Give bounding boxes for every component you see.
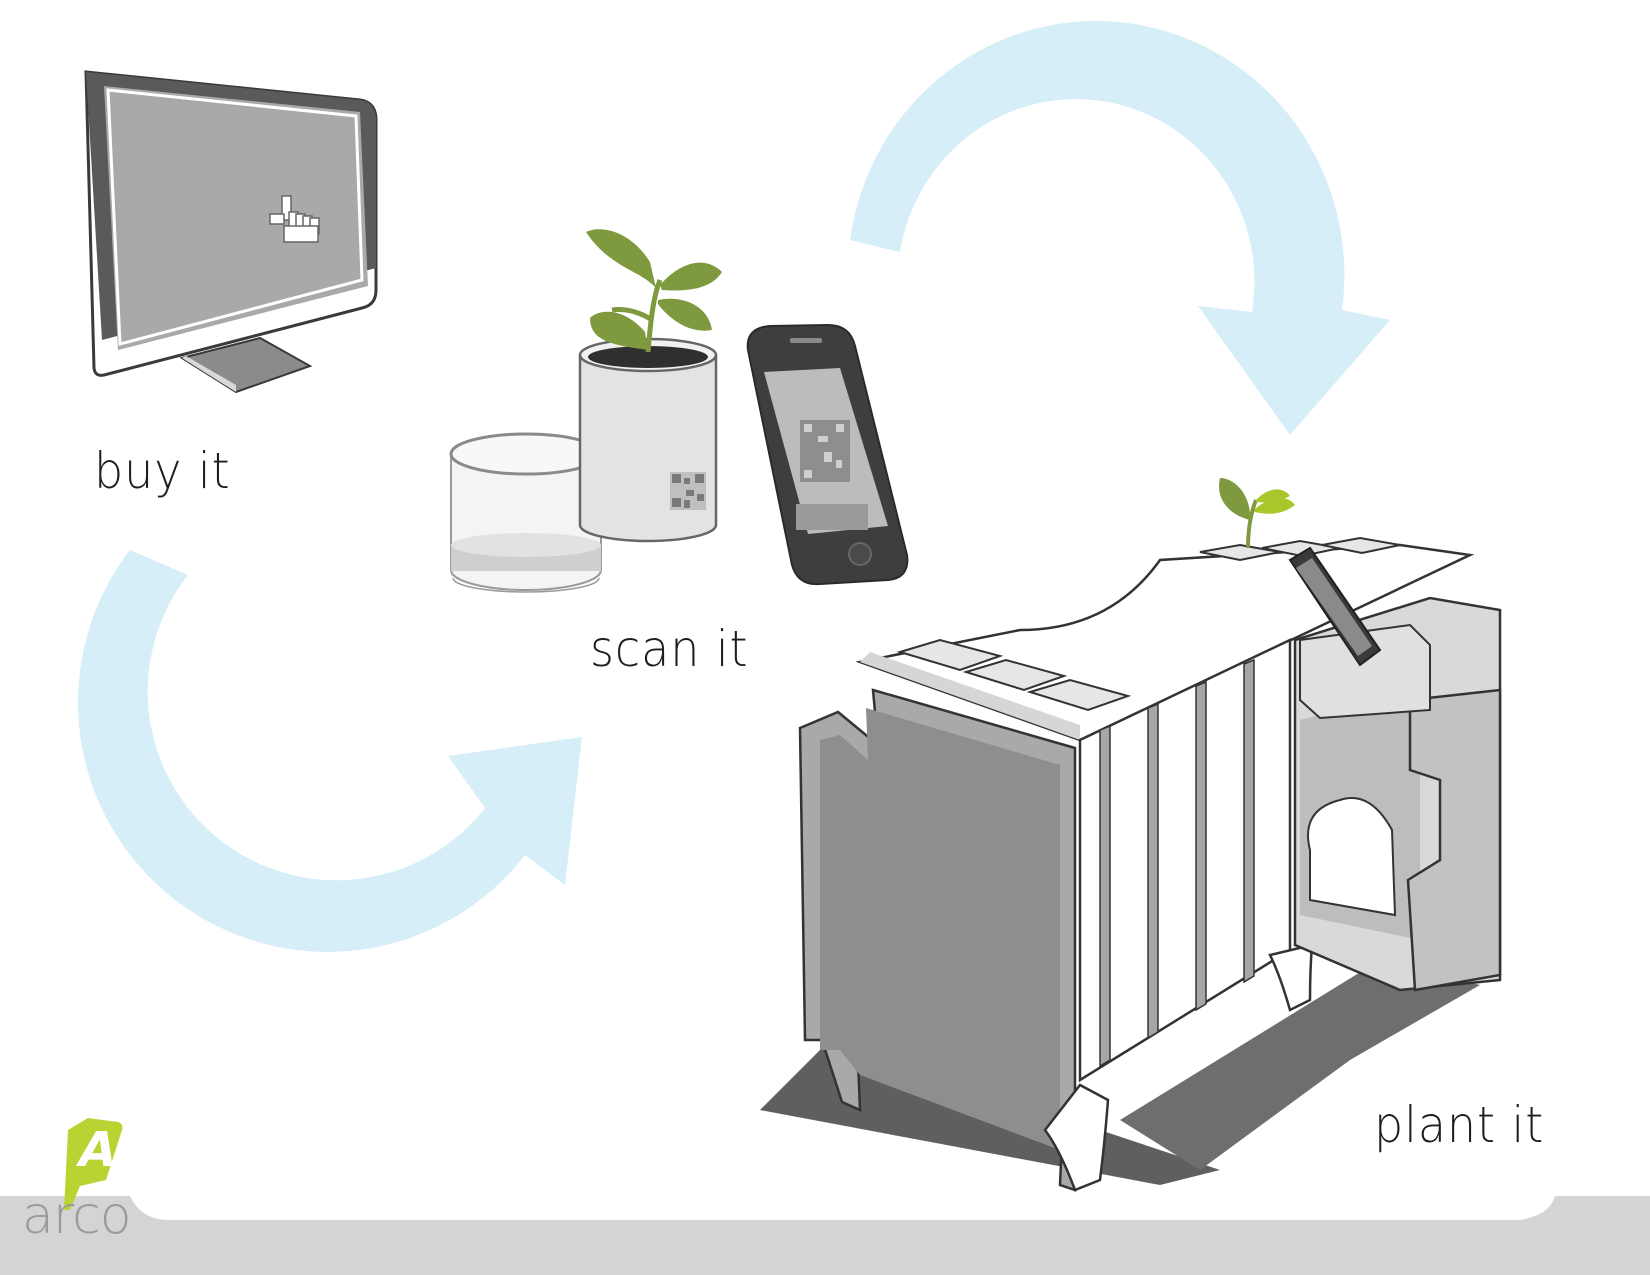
monitor-icon	[84, 70, 378, 394]
step-label-buy: buy it	[94, 442, 231, 500]
smartphone-icon	[746, 323, 909, 586]
footer-band	[0, 1196, 1650, 1275]
brand-name: arco	[22, 1186, 132, 1246]
planter-cabinet-icon	[760, 478, 1502, 1192]
clear-container	[449, 432, 603, 593]
arco-logo-icon: A	[64, 1118, 123, 1210]
step-label-plant: plant it	[1374, 1096, 1545, 1154]
cycle-arrow-left	[78, 550, 583, 952]
pointer-hand-icon	[269, 195, 320, 243]
seedling-pot-icon	[578, 229, 722, 543]
qr-code-icon	[670, 472, 706, 510]
cycle-arrow-top	[850, 20, 1390, 436]
step-label-scan: scan it	[590, 620, 749, 678]
